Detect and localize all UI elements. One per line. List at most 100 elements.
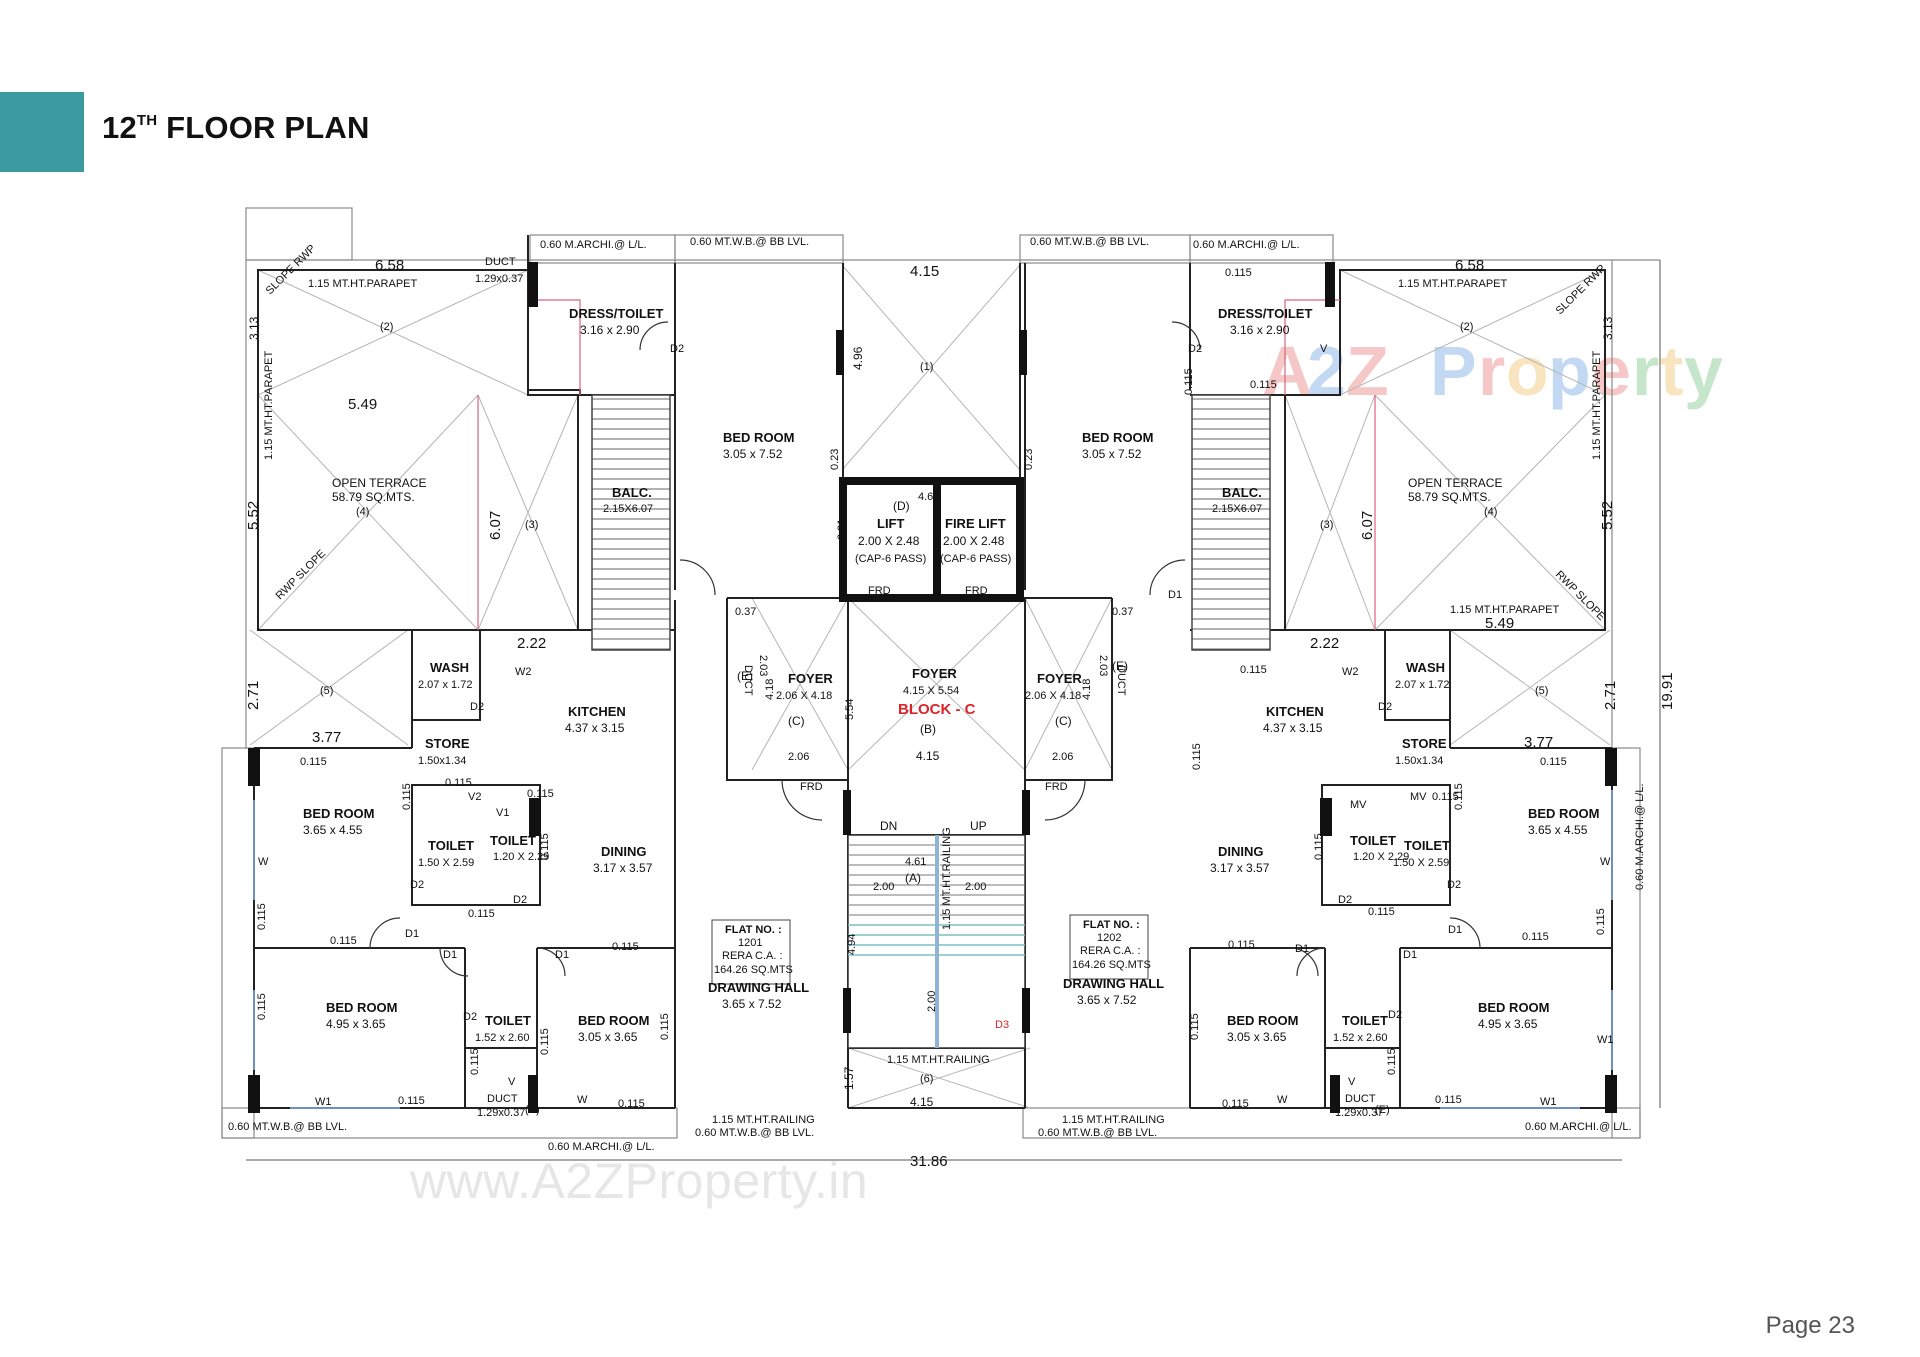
right-d1-a: D1 <box>1448 924 1462 936</box>
foyer-left-h-dim: 4.18 <box>764 679 776 700</box>
left-t0115-j: 0.115 <box>256 993 268 1020</box>
right-tag-3: (3) <box>1320 519 1333 531</box>
left-t0115-h: 0.115 <box>468 908 495 920</box>
left-dress-toilet-name: DRESS/TOILET <box>569 306 663 321</box>
overall-height-dim: 19.91 <box>1659 672 1676 710</box>
right-dress-d2: D2 <box>1188 343 1202 355</box>
right-balc-size: 2.15X6.07 <box>1212 503 1262 515</box>
right-toilet-1-size: 1.50 X 2.59 <box>1393 857 1449 869</box>
right-bedroom-2-name: BED ROOM <box>1528 806 1600 821</box>
duct-right-t: 0.37 <box>1112 606 1133 618</box>
left-store-size: 1.50x1.34 <box>418 755 466 767</box>
right-d377: 3.77 <box>1524 734 1553 751</box>
foyer-left-size: 2.06 X 4.18 <box>776 690 832 702</box>
left-dress-toilet-size: 3.16 x 2.90 <box>580 323 640 337</box>
right-t0115-j: 0.115 <box>1368 906 1395 918</box>
left-d658: 6.58 <box>375 257 404 274</box>
right-toilet-1-name: TOILET <box>1404 838 1450 853</box>
right-flat-no: 1202 <box>1097 932 1121 944</box>
fire-lift-size: 2.00 X 2.48 <box>943 534 1005 548</box>
side-archi-right: 0.60 M.ARCHI.@ L/L. <box>1634 783 1646 890</box>
stair-width: 4.61 <box>905 856 926 868</box>
left-duct-size: 1.29x0.37 <box>475 273 523 285</box>
left-dress-d2: D2 <box>670 343 684 355</box>
left-tag-5: (5) <box>320 685 333 697</box>
left-bedroom-3-size: 4.95 x 3.65 <box>326 1017 386 1031</box>
left-bedroom-4-size: 3.05 x 3.65 <box>578 1030 638 1044</box>
left-t0115-l: 0.115 <box>539 1028 551 1055</box>
left-d2-b: D2 <box>410 879 424 891</box>
left-rwp-slope: RWP SLOPE <box>274 548 328 602</box>
foyer-right-size: 2.06 X 4.18 <box>1025 690 1081 702</box>
right-dress-toilet-name: DRESS/TOILET <box>1218 306 1312 321</box>
right-t0115-e: 0.115 <box>1540 756 1567 768</box>
left-t0115-d: 0.115 <box>445 777 472 789</box>
left-t0115-b: 0.115 <box>256 903 268 930</box>
left-v2: V2 <box>468 791 481 803</box>
left-t0115-n: 0.115 <box>398 1095 425 1107</box>
right-w1-b: W1 <box>1540 1096 1557 1108</box>
right-d607: 6.07 <box>1359 511 1376 540</box>
page-title: 12TH FLOOR PLAN <box>102 110 370 145</box>
duct-right-tag: (E) <box>1112 659 1128 673</box>
foyer-right-name: FOYER <box>1037 671 1082 686</box>
foyer-center-size: 4.15 X 5.54 <box>903 685 959 697</box>
left-w-a: W <box>258 856 269 868</box>
right-w2: W2 <box>1342 666 1359 678</box>
left-dining-name: DINING <box>601 844 647 859</box>
right-t0115-l: 0.115 <box>1595 908 1607 935</box>
right-w-b: W <box>1277 1094 1288 1106</box>
foyer-center-tag: (B) <box>920 722 936 736</box>
bottom-wb-far-left: 0.60 MT.W.B.@ BB LVL. <box>228 1121 347 1133</box>
top-archi-right-label: 0.60 M.ARCHI.@ L/L. <box>1193 239 1300 251</box>
foyer-left-name: FOYER <box>788 671 833 686</box>
right-d658: 6.58 <box>1455 257 1484 274</box>
left-tag-4: (4) <box>356 506 369 518</box>
left-t023: 0.23 <box>829 449 841 470</box>
foyer-right-tag: (C) <box>1055 714 1072 728</box>
right-bedroom-3-size: 4.95 x 3.65 <box>1478 1017 1538 1031</box>
left-toilet-1-name: TOILET <box>428 838 474 853</box>
left-toilet-2-name: TOILET <box>490 833 536 848</box>
svg-text:r: r <box>1478 332 1505 410</box>
left-t0115-c: 0.115 <box>330 935 357 947</box>
left-duct-name: DUCT <box>485 256 516 268</box>
right-bedroom-3-name: BED ROOM <box>1478 1000 1550 1015</box>
right-t0115-k: 0.115 <box>1522 931 1549 943</box>
right-parapet-bottom: 1.15 MT.HT.PARAPET <box>1450 604 1559 616</box>
frd-left: FRD <box>800 781 823 793</box>
left-t0115-e: 0.115 <box>401 783 413 810</box>
right-store-name: STORE <box>1402 736 1447 751</box>
watermark-logo: A 2 Z P r o p e r t y <box>1262 332 1723 410</box>
left-balc-size: 2.15X6.07 <box>603 503 653 515</box>
left-toilet-2-size: 1.20 X 2.29 <box>493 851 549 863</box>
left-toilet-3-size: 1.52 x 2.60 <box>475 1032 529 1044</box>
lift-core <box>839 477 1024 602</box>
right-parapet-top: 1.15 MT.HT.PARAPET <box>1398 278 1507 290</box>
watermark-url: www.A2ZProperty.in <box>410 1153 869 1209</box>
right-tag-E: (E) <box>1375 1104 1390 1116</box>
left-d1-b: D1 <box>443 949 457 961</box>
right-toilet-3-name: TOILET <box>1342 1013 1388 1028</box>
left-t0115-m: 0.115 <box>659 1013 671 1040</box>
left-t0115-k: 0.115 <box>469 1048 481 1075</box>
left-d607: 6.07 <box>487 511 504 540</box>
right-t0115-i: 0.115 <box>1313 833 1325 860</box>
right-t0115-top: 0.115 <box>1225 267 1252 279</box>
right-dress-toilet-size: 3.16 x 2.90 <box>1230 323 1290 337</box>
right-toilet-2-name: TOILET <box>1350 833 1396 848</box>
right-v-b: V <box>1348 1076 1356 1088</box>
duct-left-size: 2.03 <box>757 655 769 676</box>
right-duct-name: DUCT <box>1345 1093 1376 1105</box>
left-rera: 164.26 SQ.MTS <box>714 964 793 976</box>
right-t0115-m: 0.115 <box>1228 939 1255 951</box>
svg-text:y: y <box>1684 332 1723 410</box>
duct-left-t: 0.37 <box>735 606 756 618</box>
bottom-railing-left: 1.15 MT.HT.RAILING <box>712 1114 815 1126</box>
right-w1-a: W1 <box>1597 1034 1614 1046</box>
bottom-railing-right: 1.15 MT.HT.RAILING <box>1062 1114 1165 1126</box>
right-d1-c: D1 <box>1403 949 1417 961</box>
right-rera: 164.26 SQ.MTS <box>1072 959 1151 971</box>
right-t0115-o: 0.115 <box>1386 1048 1398 1075</box>
left-d377: 3.77 <box>312 729 341 746</box>
